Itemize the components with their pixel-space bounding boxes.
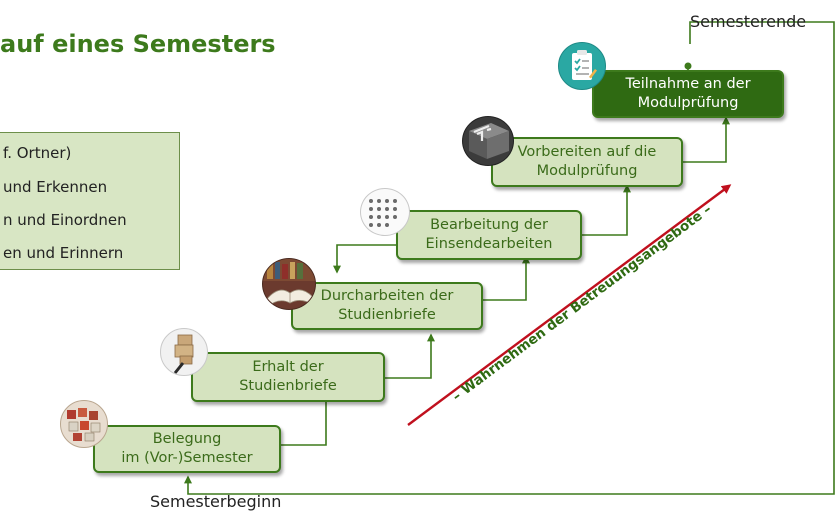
support-arrow (407, 184, 732, 426)
connector-arrow (281, 392, 330, 446)
open-book-icon (262, 258, 316, 310)
step-belegung: Belegung im (Vor-)Semester (93, 425, 281, 473)
step-label: Durcharbeiten der (320, 288, 454, 304)
thinking-levels-box: f. Ortner) und Erkennen n und Einordnen … (0, 132, 180, 270)
step-label: Teilnahme an der (625, 76, 751, 92)
step-label: Modulprüfung (536, 163, 638, 179)
step-label: Bearbeitung der (430, 217, 548, 233)
parcel-delivery-icon (160, 328, 208, 376)
page-title: auf eines Semesters (0, 30, 276, 58)
step-vorbereiten: Vorbereiten auf die Modulprüfung (491, 137, 683, 187)
connector-arrow (683, 116, 730, 163)
step-teilnahme: Teilnahme an der Modulprüfung (592, 70, 784, 118)
step-label: im (Vor-)Semester (121, 450, 253, 466)
connector-arrow (483, 255, 530, 301)
step-label: Erhalt der (252, 359, 324, 375)
letter-tiles-icon (60, 400, 108, 448)
step-label: Vorbereiten auf die (517, 144, 657, 160)
level-item: en und Erinnern (3, 244, 124, 262)
test-cube-icon (462, 116, 514, 166)
step-erhalt: Erhalt der Studienbriefe (191, 352, 385, 402)
semester-frame-line (184, 21, 835, 495)
level-item: n und Einordnen (3, 211, 127, 229)
step-label: Modulprüfung (637, 95, 739, 111)
step-label: Einsendearbeiten (425, 236, 553, 252)
worksheet-icon (360, 188, 410, 236)
connector-arrow (333, 244, 396, 274)
step-bearbeitung: Bearbeitung der Einsendearbeiten (396, 210, 582, 260)
semester-start-label: Semesterbeginn (150, 492, 282, 511)
step-label: Belegung (152, 431, 222, 447)
step-durcharbeiten: Durcharbeiten der Studienbriefe (291, 282, 483, 330)
connector-arrow (582, 184, 631, 236)
level-item: und Erkennen (3, 178, 108, 196)
level-item: f. Ortner) (3, 144, 72, 162)
connector-dot (684, 62, 692, 70)
step-label: Studienbriefe (338, 307, 436, 323)
checklist-icon (558, 42, 606, 90)
step-label: Studienbriefe (239, 378, 337, 394)
connector-arrow (385, 333, 435, 379)
semester-end-label: Semesterende (690, 12, 807, 31)
